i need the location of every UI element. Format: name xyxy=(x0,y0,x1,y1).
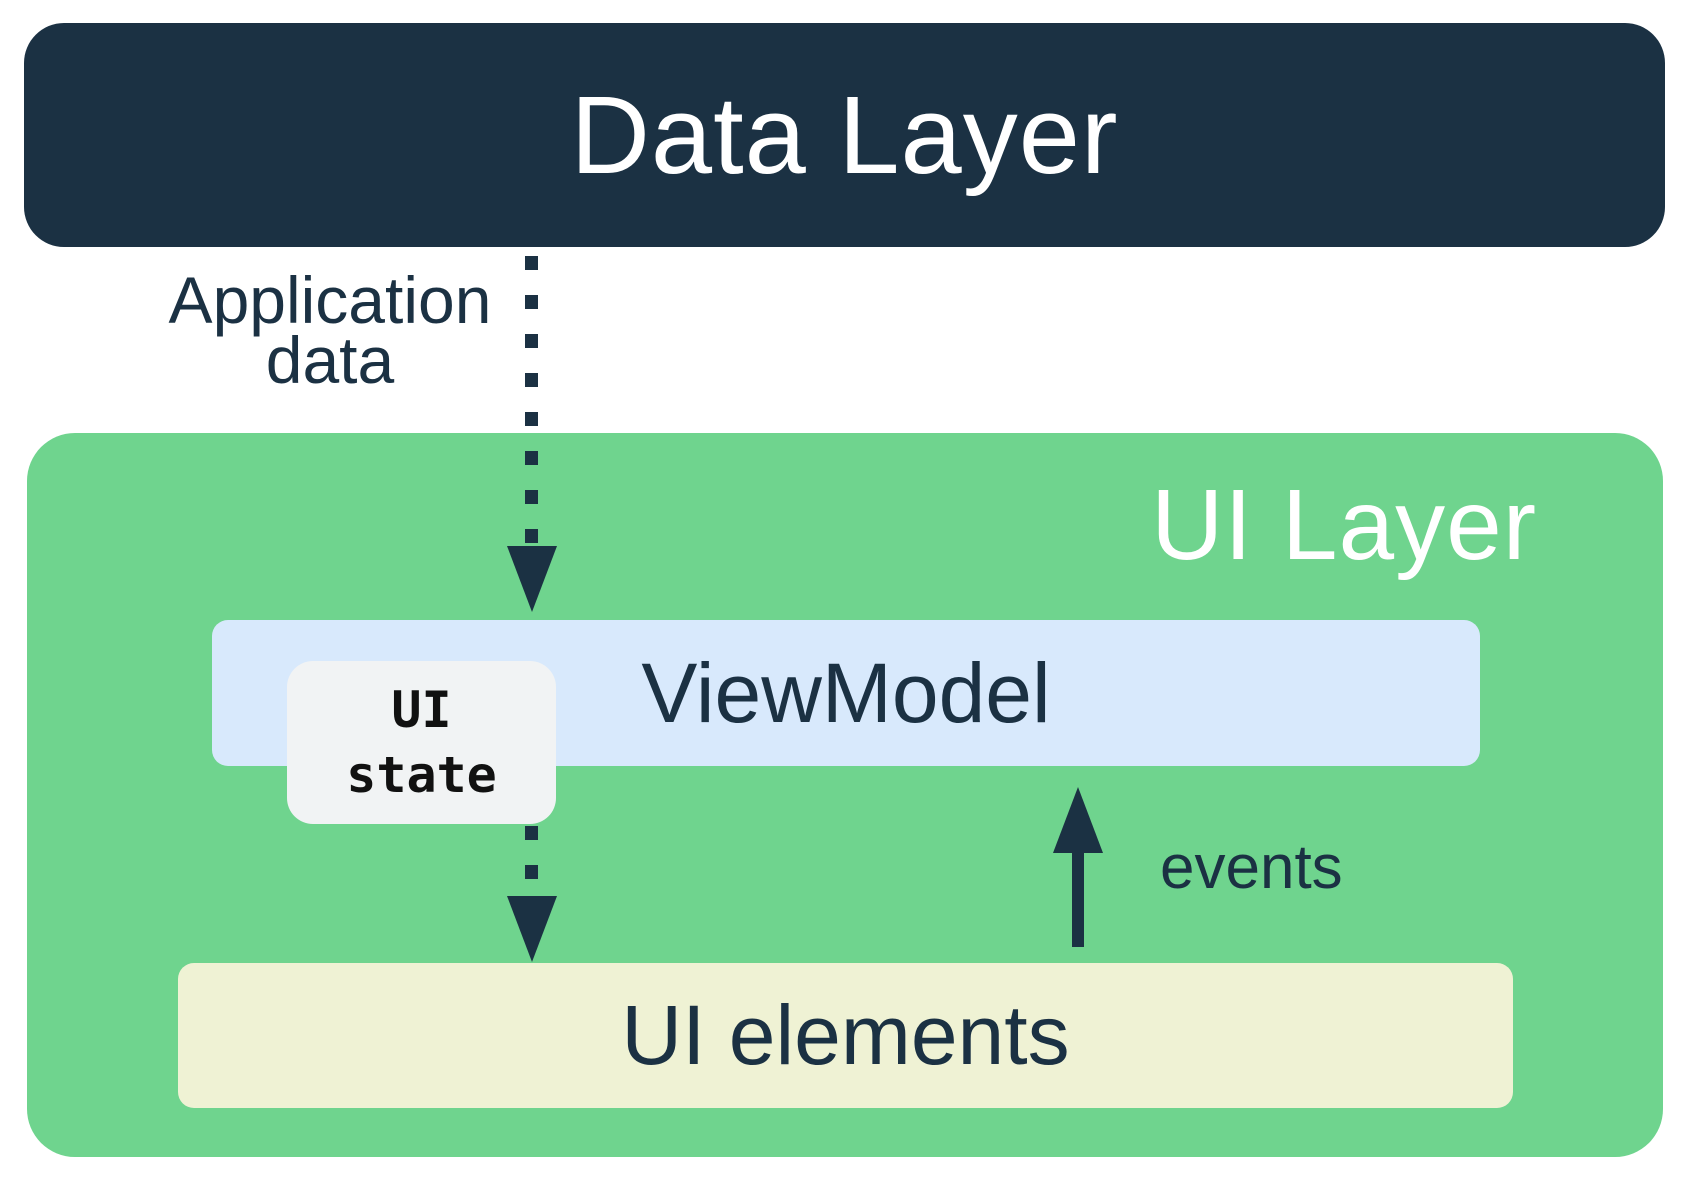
viewmodel-label: ViewModel xyxy=(641,645,1051,740)
ui-state-label-line1: UI xyxy=(391,680,452,739)
arrowhead-down-icon xyxy=(507,546,557,612)
application-data-label-line2: data xyxy=(265,323,395,397)
application-data-label-line1: Application xyxy=(168,263,492,337)
arrowhead-up-icon xyxy=(1053,787,1103,853)
events-arrow-line xyxy=(1072,850,1084,947)
ui-state-dashed-line xyxy=(525,826,538,890)
application-data-label: Application data xyxy=(140,263,520,397)
ui-elements-label: UI elements xyxy=(621,988,1070,1082)
ui-state-box: UI state xyxy=(287,661,556,824)
ui-elements-bar: UI elements xyxy=(178,963,1513,1108)
data-layer-box: Data Layer xyxy=(24,23,1665,247)
events-label: events xyxy=(1160,833,1343,902)
ui-layer-label: UI Layer xyxy=(1151,469,1537,581)
application-data-dashed-line xyxy=(525,256,538,546)
data-layer-label: Data Layer xyxy=(570,73,1119,197)
ui-state-label-line2: state xyxy=(346,745,497,804)
arrowhead-down-icon xyxy=(507,896,557,962)
